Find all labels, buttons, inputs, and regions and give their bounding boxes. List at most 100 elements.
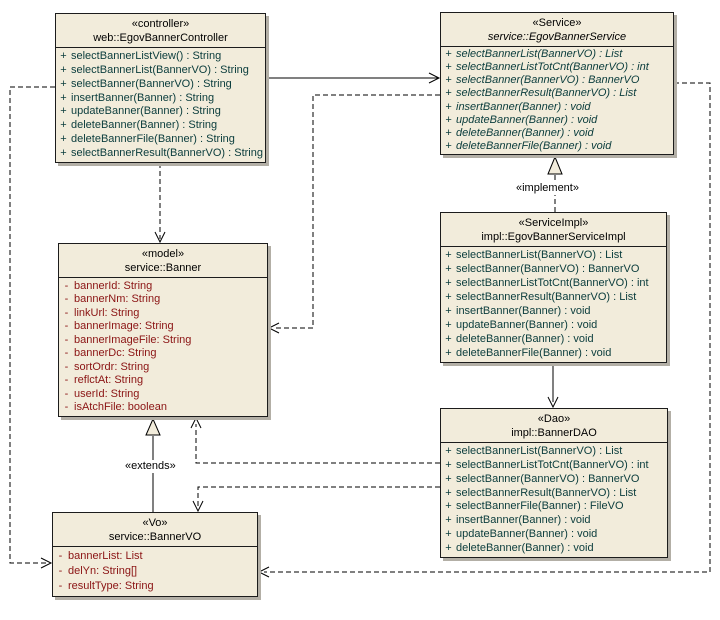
member-row: -sortOrdr: String <box>59 361 267 374</box>
member-text: deleteBanner(Banner) : String <box>71 119 218 132</box>
member-row: +selectBannerResult(BannerVO) : String <box>56 147 265 160</box>
class-egovbannerserviceimpl[interactable]: «ServiceImpl» impl::EgovBannerServiceImp… <box>440 212 667 363</box>
member-text: selectBannerResult(BannerVO) : List <box>456 291 637 303</box>
member-row: +selectBannerList(BannerVO) : List <box>441 249 666 262</box>
member-row: +updateBanner(Banner) : String <box>56 105 265 118</box>
member-row: +updateBanner(Banner) : void <box>441 528 667 541</box>
member-text: userId: String <box>74 387 140 400</box>
visibility-sign: - <box>64 347 69 360</box>
member-row: + selectBannerList(BannerVO) : List <box>441 48 673 61</box>
member-text: selectBanner(BannerVO) : BannerVO <box>456 263 640 275</box>
visibility-sign: + <box>445 444 452 457</box>
member-row: +selectBannerListTotCnt(BannerVO) : int <box>441 61 673 74</box>
visibility-sign: + <box>445 542 452 554</box>
member-row: -delYn: String[] <box>53 565 257 578</box>
member-row: +deleteBanner(Banner) : void <box>441 127 673 140</box>
visibility-sign: + <box>445 486 452 499</box>
member-text: bannerList: List <box>68 550 143 562</box>
member-row: +selectBanner(BannerVO) : BannerVO <box>441 263 666 276</box>
visibility-sign: + <box>60 77 67 90</box>
class-egovbannercontroller[interactable]: «controller» web::EgovBannerController +… <box>55 13 266 163</box>
class-members: +selectBannerList(BannerVO) : List+selec… <box>441 443 667 557</box>
member-text: deleteBannerFile(Banner) : String <box>71 133 235 146</box>
member-text: selectBannerListTotCnt(BannerVO) : int <box>456 458 649 471</box>
member-text: insertBanner(Banner) : void <box>456 514 591 527</box>
visibility-sign: + <box>445 48 452 61</box>
class-header: «Dao» impl::BannerDAO <box>441 409 667 443</box>
class-bannerdao[interactable]: «Dao» impl::BannerDAO +selectBannerList(… <box>440 408 668 558</box>
class-stereotype: «ServiceImpl» <box>518 217 589 229</box>
member-row: -bannerNm: String <box>59 293 267 306</box>
member-text: selectBannerResult(BannerVO) : List <box>456 87 637 100</box>
member-text: deleteBanner(Banner) : void <box>456 542 594 554</box>
edge-dao-vo-dependency <box>192 486 440 513</box>
member-row: +deleteBannerFile(Banner) : void <box>441 140 673 153</box>
member-text: selectBannerListView() : String <box>71 49 222 62</box>
member-row: +selectBannerList(BannerVO) : String <box>56 64 265 77</box>
member-text: selectBannerList(BannerVO) : List <box>456 48 623 61</box>
class-name: service::BannerVO <box>108 531 202 543</box>
class-name: impl::EgovBannerServiceImpl <box>481 231 626 243</box>
member-text: selectBannerFile(Banner) : FileVO <box>456 500 624 513</box>
member-text: reflctAt: String <box>74 374 144 387</box>
member-row: + updateBanner(Banner) : void <box>441 319 666 332</box>
member-row: +deleteBanner(Banner) : void <box>441 333 666 346</box>
member-row: -resultType: String <box>53 580 257 593</box>
member-row: +insertBanner(Banner) : void <box>441 101 673 114</box>
member-text: selectBannerList(BannerVO) : String <box>71 63 249 76</box>
class-stereotype: «controller» <box>131 18 190 30</box>
member-text: resultType: String <box>68 580 154 592</box>
class-stereotype: «model» <box>141 248 185 260</box>
edge-controller-model-dependency <box>154 163 166 244</box>
member-text: selectBannerListTotCnt(BannerVO) : int <box>456 277 649 289</box>
class-members: +selectBannerList(BannerVO) : List+selec… <box>441 47 673 154</box>
member-row: -reflctAt: String <box>59 374 267 387</box>
member-row: +selectBannerResult(BannerVO) : List <box>441 87 673 100</box>
member-text: isAtchFile: boolean <box>74 401 167 414</box>
member-text: selectBannerResult(BannerVO) : String <box>71 147 263 159</box>
visibility-sign: + <box>445 528 452 541</box>
member-text: insertBanner(Banner) : void <box>456 100 591 113</box>
class-name: service::Banner <box>124 262 202 274</box>
member-text: linkUrl: String <box>74 306 140 319</box>
member-text: bannerDc: String <box>74 347 157 360</box>
visibility-sign: + <box>60 133 67 146</box>
member-row: + deleteBannerFile(Banner) : String <box>56 133 265 146</box>
visibility-sign: + <box>445 305 452 317</box>
class-name: web::EgovBannerController <box>93 32 228 44</box>
member-text: selectBanner(BannerVO) : String <box>71 77 232 90</box>
member-row: +selectBannerListTotCnt(BannerVO) : int <box>441 277 666 290</box>
member-row: +insertBanner(Banner) : String <box>56 92 265 105</box>
visibility-sign: - <box>58 550 63 562</box>
edge-vo-model-generalization <box>145 417 161 512</box>
class-name: impl::BannerDAO <box>511 427 597 439</box>
member-row: -bannerList: List <box>53 550 257 563</box>
visibility-sign: - <box>64 293 69 306</box>
visibility-sign: - <box>64 360 69 373</box>
class-header: «ServiceImpl» impl::EgovBannerServiceImp… <box>441 213 666 247</box>
class-members: +selectBannerListView() : String+selectB… <box>56 48 265 162</box>
visibility-sign: + <box>445 74 452 87</box>
class-banner-model[interactable]: «model» service::Banner -bannerId: Strin… <box>58 243 268 417</box>
member-row: + insertBanner(Banner) : void <box>441 514 667 527</box>
visibility-sign: + <box>445 514 452 527</box>
member-text: selectBanner(BannerVO) : BannerVO <box>456 74 640 87</box>
class-bannervo[interactable]: «Vo» service::BannerVO -bannerList: List… <box>52 512 258 597</box>
visibility-sign: - <box>64 306 69 319</box>
edge-service-model-dependency <box>267 94 440 334</box>
member-row: +selectBannerList(BannerVO) : List <box>441 445 667 458</box>
visibility-sign: + <box>60 49 67 62</box>
class-stereotype: «Dao» <box>537 413 571 425</box>
visibility-sign: - <box>64 374 69 387</box>
visibility-sign: - <box>58 580 63 592</box>
visibility-sign: + <box>445 458 452 471</box>
member-text: selectBannerListTotCnt(BannerVO) : int <box>456 61 649 74</box>
member-text: updateBanner(Banner) : void <box>456 319 598 331</box>
member-text: insertBanner(Banner) : String <box>71 91 215 104</box>
member-text: deleteBanner(Banner) : void <box>456 126 594 139</box>
class-egovbannerservice[interactable]: «Service» service::EgovBannerService +se… <box>440 12 674 155</box>
visibility-sign: + <box>445 113 452 126</box>
member-text: deleteBanner(Banner) : void <box>456 333 594 345</box>
visibility-sign: + <box>445 319 452 331</box>
